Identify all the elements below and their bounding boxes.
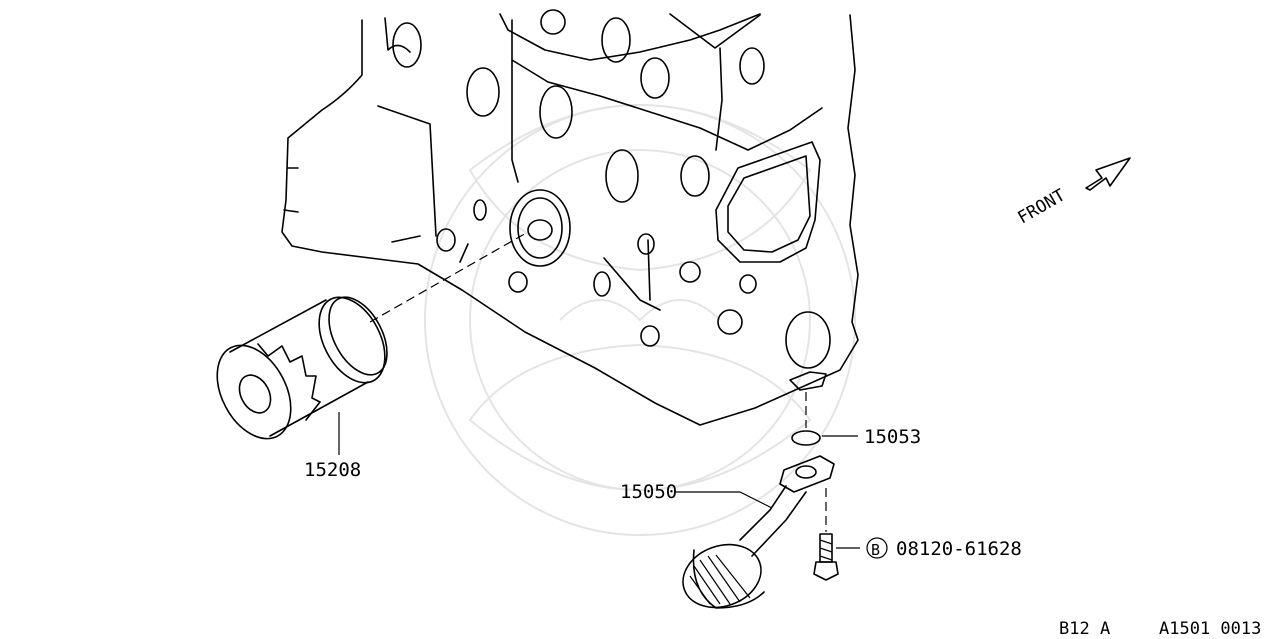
- watermark: [424, 104, 856, 536]
- gasket: [791, 430, 821, 446]
- bolt-badge: B: [871, 541, 880, 559]
- front-arrow-icon: [1085, 157, 1131, 191]
- bolt-badge-circle: [866, 537, 888, 559]
- bolt: [813, 533, 860, 581]
- front-label: FRONT: [1015, 185, 1069, 228]
- diagram-code: A1501 0013: [1159, 619, 1262, 639]
- oil-strainer-part-number: 15050: [620, 481, 677, 503]
- engine-block: [281, 9, 859, 426]
- oil-strainer: [676, 455, 835, 609]
- oil-filter-part-number: 15208: [304, 459, 361, 481]
- filter-guide-line: [369, 231, 529, 323]
- model-code: B12 A: [1059, 619, 1111, 639]
- oil-filter: [216, 296, 388, 455]
- gasket-part-number: 15053: [864, 426, 921, 448]
- front-indicator: FRONT: [1015, 157, 1131, 228]
- bolt-part-number: 08120-61628: [896, 538, 1022, 560]
